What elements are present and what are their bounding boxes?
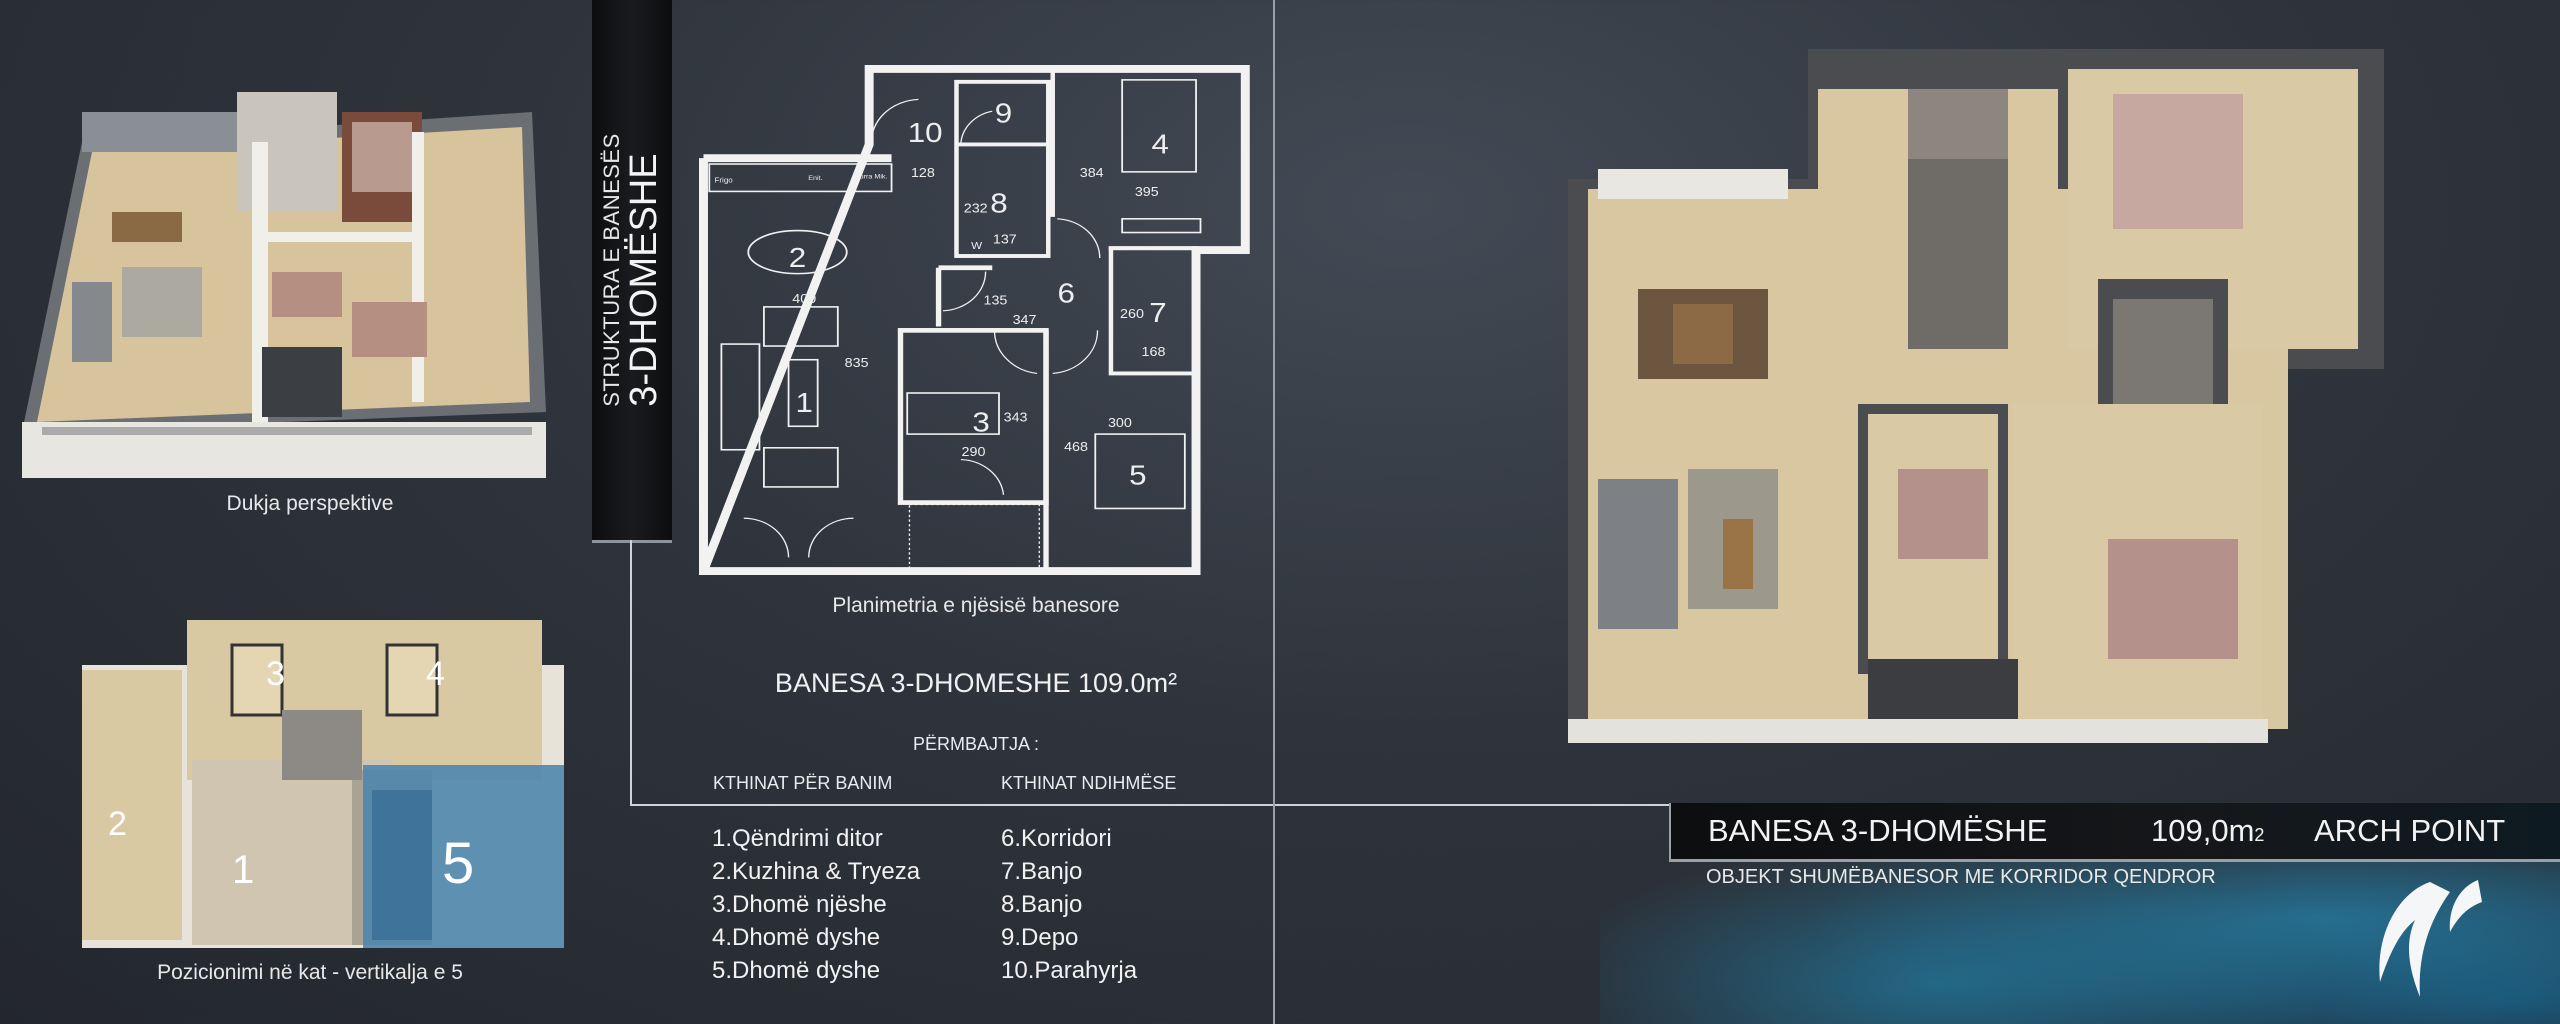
dimension-label: 168	[1142, 345, 1166, 359]
room-number: 2	[789, 243, 806, 274]
unit-label: 1	[232, 848, 255, 892]
list-item: 5.Dhomë dyshe	[712, 957, 881, 984]
list-item: 7.Banjo	[1001, 858, 1083, 885]
perspective-caption: Dukja perspektive	[226, 492, 394, 515]
list-item: 2.Kuzhina & Tryeza	[712, 858, 921, 885]
dimension-label: 400	[792, 292, 816, 306]
unit-label: 3	[266, 655, 285, 693]
banner-title: BANESA 3-DHOMËSHE	[1708, 813, 2048, 848]
title-banner: BANESA 3-DHOMËSHE 109,0m2 ARCH POINT	[1669, 803, 2560, 862]
room-number: 1	[796, 388, 813, 419]
appliance-label: Frigo	[714, 176, 732, 184]
plan-caption: Planimetria e njësisë banesore	[832, 594, 1120, 617]
room-number: 7	[1149, 298, 1166, 329]
dimension-label: 135	[983, 293, 1007, 307]
arch-point-logo	[2379, 880, 2482, 997]
auxiliary-rooms-header: KTHINAT NDIHMËSE	[1001, 773, 1177, 793]
unit-label: 2	[108, 805, 127, 843]
dimension-label: 290	[962, 445, 986, 459]
appliance-label: Enit.	[808, 176, 822, 183]
banner-subtitle: OBJEKT SHUMËBANESOR ME KORRIDOR QENDROR	[1706, 866, 2216, 888]
list-item: 6.Korridori	[1001, 825, 1112, 852]
banner-area-value: 109,0m	[2151, 813, 2255, 848]
summary-title: BANESA 3-DHOMESHE 109.0m²	[774, 668, 1178, 698]
list-item: 4.Dhomë dyshe	[712, 924, 881, 951]
appliance-label: Furra Mik.	[855, 174, 887, 181]
floor-plan: 1 2 3 4 5 6 7 8 9 10 128 384 395 232 137 400 135 347 260 16…	[699, 65, 1250, 575]
living-rooms-header: KTHINAT PËR BANIM	[713, 773, 893, 793]
dimension-label: 128	[911, 166, 935, 180]
room-number: 10	[908, 118, 943, 149]
banner-area: 109,0m2	[2151, 813, 2264, 849]
banner-area-unit: 2	[2254, 825, 2265, 845]
perspective-rendering	[22, 92, 546, 478]
floor-position-map	[82, 620, 564, 948]
contents-label: PËRMBAJTJA :	[912, 734, 1040, 754]
divider-line	[630, 804, 1670, 806]
dimension-label: 347	[1013, 313, 1037, 327]
dimension-label: 232	[964, 201, 988, 215]
list-item: 9.Depo	[1001, 924, 1079, 951]
unit-label: 5	[442, 831, 475, 896]
band-subtitle: STRUKTURA E BANESËS	[599, 133, 624, 407]
banner-brand: ARCH POINT	[2314, 813, 2506, 848]
dimension-label: 395	[1135, 185, 1159, 199]
list-item: 1.Qëndrimi ditor	[712, 825, 883, 852]
connector-line	[630, 540, 632, 806]
list-item: 3.Dhomë njëshe	[712, 891, 887, 918]
appliance-label: W	[971, 241, 983, 252]
room-number: 4	[1151, 129, 1168, 160]
room-number: 9	[995, 98, 1012, 129]
dimension-label: 384	[1080, 166, 1104, 180]
center-divider	[1273, 0, 1275, 1024]
dimension-label: 137	[993, 232, 1017, 246]
dimension-label: 300	[1108, 416, 1132, 430]
dimension-label: 343	[1004, 411, 1028, 425]
floor-unit-labels: 3 4 2 1 5	[82, 620, 564, 948]
list-item: 8.Banjo	[1001, 891, 1083, 918]
dimension-label: 260	[1120, 307, 1144, 321]
floor-position-caption: Pozicionimi në kat - vertikalja e 5	[157, 961, 463, 984]
room-number: 3	[972, 407, 989, 438]
apartment-3d-rendering	[1568, 49, 2384, 743]
room-number: 5	[1129, 460, 1146, 491]
list-item: 10.Parahyrja	[1001, 957, 1138, 984]
room-number: 8	[990, 188, 1007, 219]
dimension-label: 835	[845, 356, 869, 370]
unit-label: 4	[426, 655, 445, 693]
section-band: STRUKTURA E BANESËS 3-DHOMËSHE	[592, 0, 672, 543]
room-number: 6	[1057, 278, 1074, 309]
dimension-label: 468	[1064, 440, 1088, 454]
band-title: 3-DHOMËSHE	[623, 153, 665, 407]
living-rooms-list: 1.Qëndrimi ditor 2.Kuzhina & Tryeza 3.Dh…	[712, 822, 920, 987]
auxiliary-rooms-list: 6.Korridori 7.Banjo 8.Banjo 9.Depo 10.Pa…	[1001, 822, 1137, 987]
